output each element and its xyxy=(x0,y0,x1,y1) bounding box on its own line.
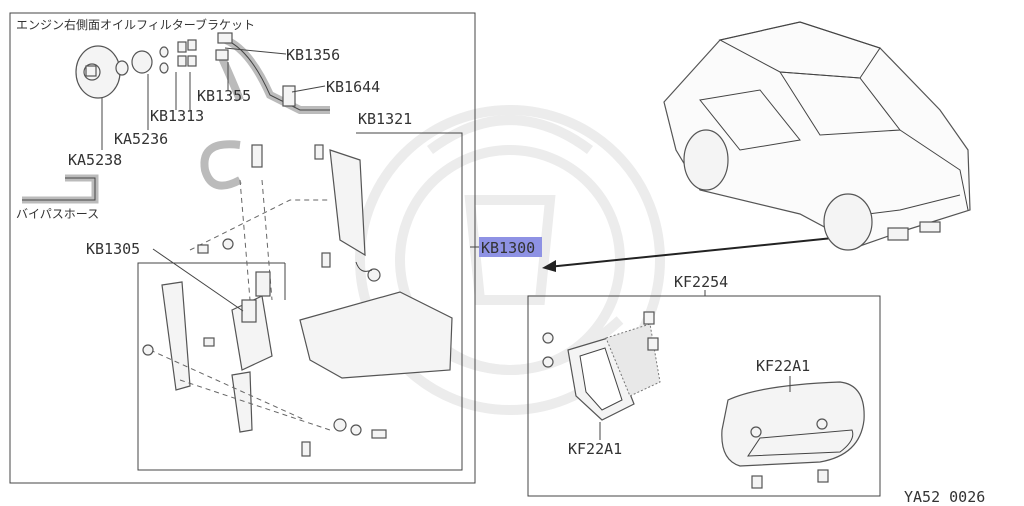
gasket-part xyxy=(131,50,153,74)
label-ka5238: KA5238 xyxy=(68,151,122,169)
bypass-hose-part xyxy=(22,174,99,204)
label-kb1356: KB1356 xyxy=(286,46,340,64)
label-ka5236: KA5236 xyxy=(114,130,168,148)
label-kf22a1-left: KF22A1 xyxy=(568,440,622,458)
left-assembly-frame xyxy=(9,12,476,484)
clip-part-2 xyxy=(647,337,659,351)
label-kb1305: KB1305 xyxy=(86,240,140,258)
mount-bracket-part xyxy=(161,281,191,391)
hose-loop-part xyxy=(200,140,242,190)
hose-part xyxy=(215,32,330,114)
car-illustration xyxy=(663,21,971,251)
kb1300-highlight[interactable] xyxy=(479,237,542,257)
label-bypass-hose: バイパスホース xyxy=(16,207,99,221)
label-kb1355: KB1355 xyxy=(197,87,251,105)
label-kb1644: KB1644 xyxy=(326,78,380,96)
air-duct-part xyxy=(299,291,453,379)
label-kf22a1-right: KF22A1 xyxy=(756,357,810,375)
label-kf2254: KF2254 xyxy=(674,273,728,291)
frame-title: エンジン右側面オイルフィルターブラケット xyxy=(16,17,255,32)
filter-body-part xyxy=(231,271,273,371)
label-kb1313: KB1313 xyxy=(150,107,204,125)
pointer-arrow xyxy=(547,233,873,268)
fittings-part xyxy=(159,39,197,74)
bracket-plate-part xyxy=(329,149,366,257)
bumper-cover-part xyxy=(721,381,865,489)
label-kb1300[interactable]: KB1300 xyxy=(481,239,535,257)
watermark-emblem xyxy=(355,105,665,415)
figure-code: YA52 0026 xyxy=(904,488,985,506)
mesh-grille-part xyxy=(605,323,661,397)
bolt-part xyxy=(142,144,387,457)
hose-end-part xyxy=(251,144,263,168)
clip-part xyxy=(643,311,655,325)
arrow-head xyxy=(542,260,556,272)
inner-bracket-frame xyxy=(137,132,463,471)
label-kb1321: KB1321 xyxy=(358,110,412,128)
clamp-part xyxy=(282,85,296,107)
bumper-inset-frame xyxy=(527,295,881,497)
lower-bracket-part xyxy=(231,371,253,433)
oil-filter-part xyxy=(75,45,129,99)
fog-lamp-frame-part xyxy=(542,332,635,421)
